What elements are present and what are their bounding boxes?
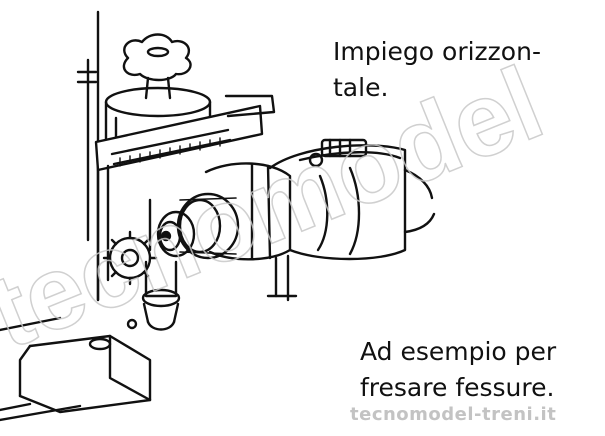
caption-line: Impiego orizzon-: [333, 37, 541, 66]
drill-chuck: [156, 192, 240, 260]
caption-line: fresare fessure.: [360, 373, 555, 402]
caption-line: tale.: [333, 73, 389, 102]
caption-line: Ad esempio per: [360, 337, 557, 366]
work-table: [0, 316, 152, 422]
caption-horizontal-use: Impiego orizzon- tale.: [333, 34, 541, 106]
caption-milling-example: Ad esempio per fresare fessure.: [360, 334, 556, 406]
milling-cutter: [126, 260, 181, 331]
stand-column: [76, 10, 100, 302]
site-watermark: tecnomodel-treni.it: [350, 404, 557, 425]
drill-collar-clamp: [148, 162, 298, 302]
gear-wheel: [102, 230, 158, 286]
drill-motor-body: [268, 138, 436, 261]
scale-bracket: [94, 94, 276, 302]
